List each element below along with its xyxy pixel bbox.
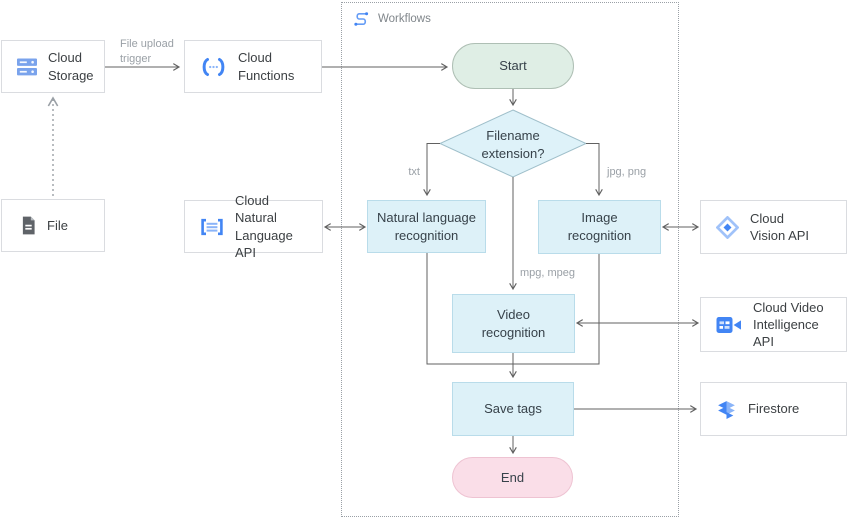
- video-intelligence-api-icon: [716, 315, 742, 335]
- file-label: File: [47, 217, 68, 233]
- node-file: File: [1, 199, 105, 252]
- firestore-label: Firestore: [748, 401, 800, 417]
- node-cloud-vision-api: Cloud Vision API: [700, 200, 847, 254]
- decision-filename-extension-label: Filename extension?: [481, 128, 545, 161]
- edge-label-txt: txt: [408, 166, 420, 178]
- node-image-recognition: Image recognition: [538, 200, 661, 254]
- workflows-icon: [352, 10, 370, 28]
- node-firestore: Firestore: [700, 382, 847, 436]
- cloud-natural-language-api-label: Cloud Natural Language API: [235, 193, 293, 260]
- cloud-functions-icon: [200, 57, 227, 77]
- edge-label-jpg-png: jpg, png: [607, 166, 647, 178]
- node-cloud-natural-language-api: Cloud Natural Language API: [184, 193, 323, 260]
- cloud-storage-label: Cloud Storage: [48, 50, 94, 83]
- cloud-functions-label: Cloud Functions: [238, 50, 295, 83]
- end-label: End: [500, 469, 525, 485]
- natural-language-recognition-label: Natural language recognition: [376, 209, 477, 243]
- node-cloud-video-intelligence-api: Cloud Video Intelligence API: [700, 297, 847, 352]
- node-natural-language-recognition: Natural language recognition: [367, 200, 486, 253]
- file-icon: [21, 216, 36, 235]
- image-recognition-label: Image recognition: [567, 210, 632, 243]
- node-end: End: [452, 457, 573, 498]
- edge-label-mpg-mpeg: mpg, mpeg: [520, 267, 576, 279]
- natural-language-api-icon: [200, 217, 224, 237]
- workflows-container: [341, 2, 679, 517]
- workflows-label: Workflows: [378, 13, 431, 25]
- save-tags-label: Save tags: [484, 401, 542, 417]
- firestore-icon: [716, 399, 737, 420]
- node-save-tags: Save tags: [452, 382, 574, 436]
- node-cloud-storage: Cloud Storage: [1, 40, 105, 93]
- cloud-video-intelligence-api-label: Cloud Video Intelligence API: [753, 299, 824, 350]
- workflows-header: Workflows: [352, 10, 431, 28]
- vision-api-icon: [716, 215, 739, 239]
- cloud-storage-icon: [17, 58, 37, 76]
- video-recognition-label: Video recognition: [481, 306, 546, 340]
- edge-label-file-upload-trigger: File upload trigger: [120, 38, 174, 66]
- node-start: Start: [452, 43, 574, 89]
- node-cloud-functions: Cloud Functions: [184, 40, 322, 93]
- cloud-vision-api-label: Cloud Vision API: [750, 210, 810, 243]
- node-video-recognition: Video recognition: [452, 294, 575, 353]
- start-label: Start: [499, 58, 527, 74]
